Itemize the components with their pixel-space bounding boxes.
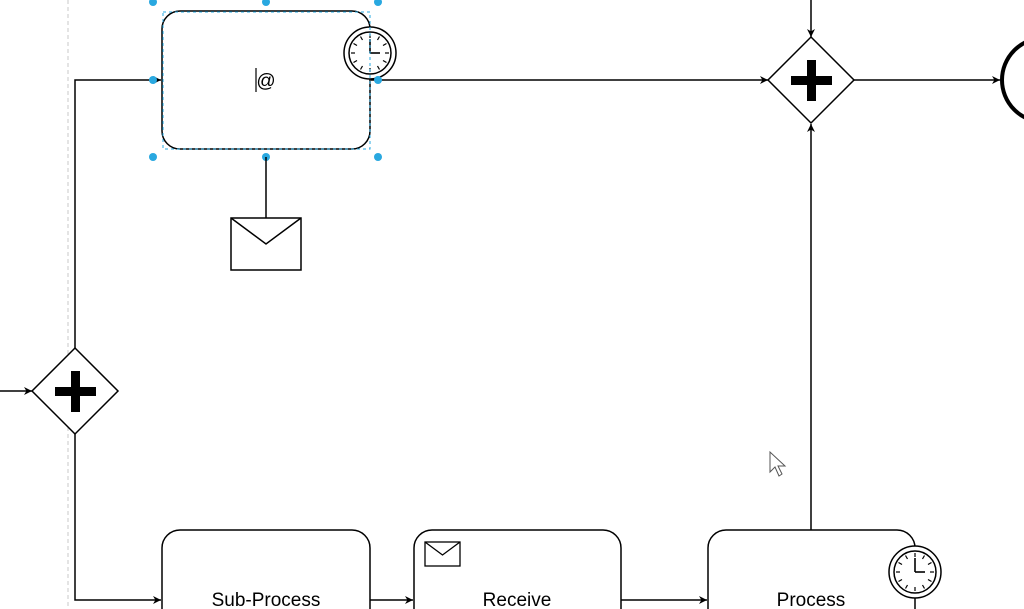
resize-handle-n[interactable] <box>262 0 270 6</box>
timer-icon[interactable] <box>888 545 942 599</box>
task-receive-label: Receive <box>483 590 552 609</box>
flow-split-to-subprocess[interactable] <box>74 434 161 604</box>
plus-icon <box>55 371 96 412</box>
task-subprocess[interactable]: Sub-Process <box>161 529 371 609</box>
resize-handle-w[interactable] <box>149 76 157 84</box>
task-process-label: Process <box>777 590 846 609</box>
task-top[interactable]: @ <box>161 10 371 150</box>
task-top-shape[interactable] <box>161 10 371 150</box>
resize-handle-sw[interactable] <box>149 153 157 161</box>
flow-split-to-top-task[interactable] <box>74 76 161 348</box>
parallel-gateway-join[interactable] <box>766 35 856 125</box>
message-envelope-icon[interactable] <box>230 217 302 271</box>
plus-icon <box>791 60 832 101</box>
parallel-gateway-split[interactable] <box>30 346 120 436</box>
task-subprocess-label: Sub-Process <box>212 590 321 609</box>
mouse-cursor-icon <box>769 450 787 477</box>
sequence-flows <box>0 0 1000 604</box>
task-receive[interactable]: Receive <box>413 529 622 609</box>
selection-handles <box>149 0 382 161</box>
resize-handle-e[interactable] <box>374 76 382 84</box>
task-top-label[interactable]: @ <box>256 71 275 92</box>
resize-handle-nw[interactable] <box>149 0 157 6</box>
resize-handle-se[interactable] <box>374 153 382 161</box>
resize-handle-ne[interactable] <box>374 0 382 6</box>
message-marker-icon <box>424 541 461 567</box>
task-process[interactable]: Process <box>707 529 916 609</box>
end-event[interactable] <box>1000 38 1024 122</box>
